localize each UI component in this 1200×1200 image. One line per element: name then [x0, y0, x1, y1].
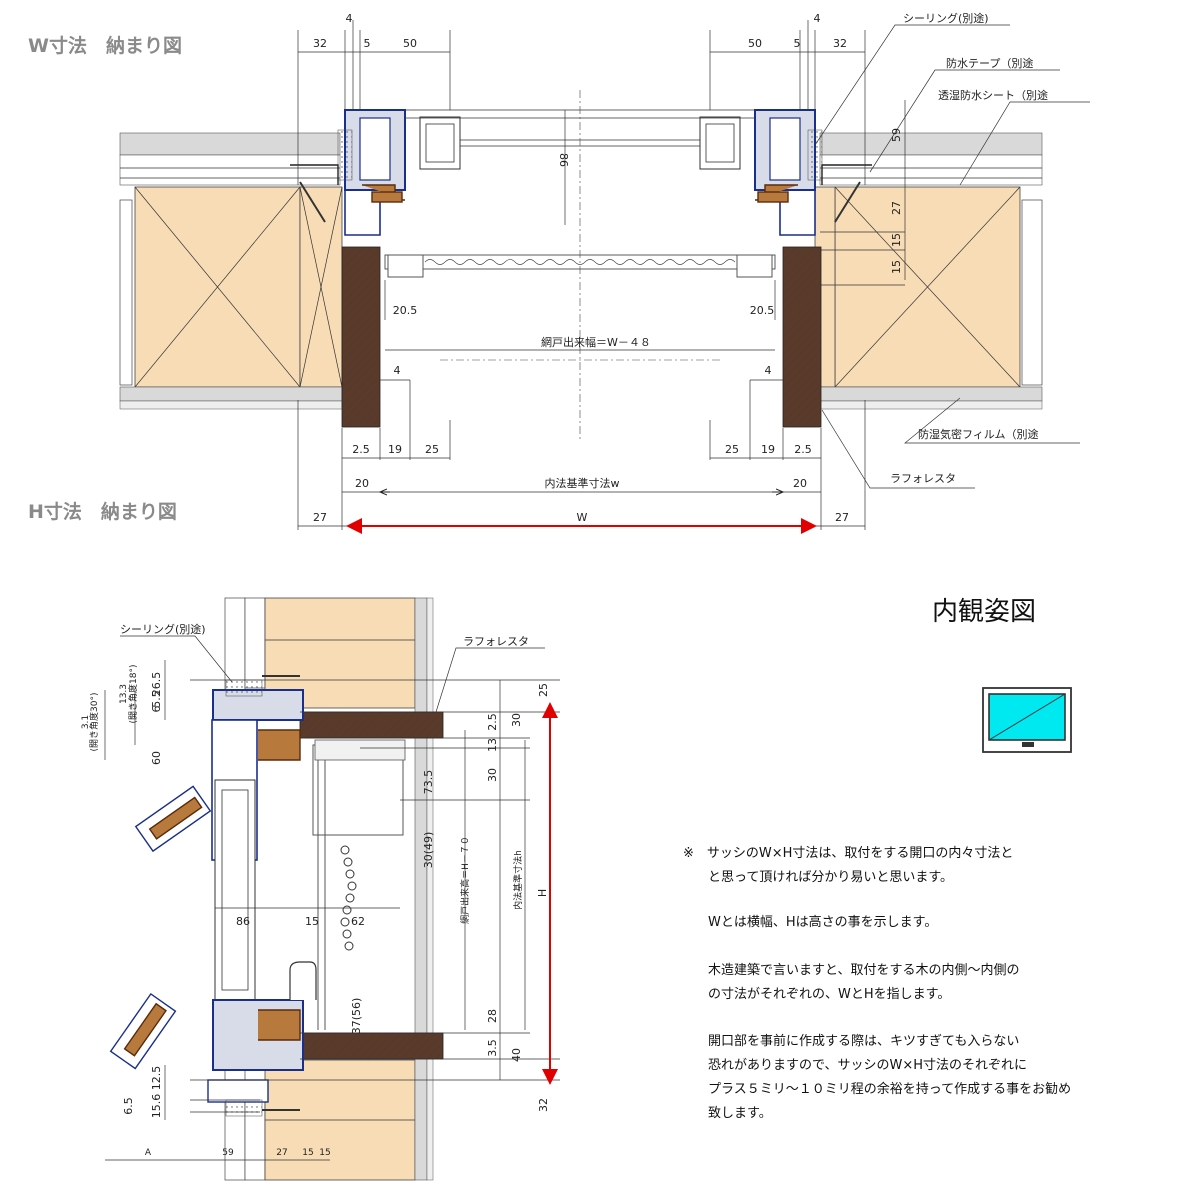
- callout-sealing-h: シーリング(別途): [120, 622, 206, 636]
- h-dim-6-5: 6.5: [122, 1097, 135, 1115]
- dim-32-left: 32: [313, 37, 327, 50]
- dim-5-left: 5: [364, 37, 371, 50]
- h-dim-3-1: 3.1: [81, 715, 91, 729]
- dim-32-right: 32: [833, 37, 847, 50]
- callout-vapor-film: 防湿気密フィルム（別途: [918, 427, 1039, 441]
- h-dim-15-bottom-a: 15: [302, 1148, 313, 1158]
- w-label: W: [577, 511, 588, 524]
- screen-width-label: 網戸出来幅＝W－４８: [541, 335, 651, 349]
- dim-15-b: 15: [890, 260, 903, 274]
- dim-25-left: 25: [425, 443, 439, 456]
- notes-block: ※ サッシのW×H寸法は、取付をする開口の内々寸法と と思って頂ければ分かり易い…: [683, 845, 1071, 1121]
- dim-27: 27: [890, 201, 903, 215]
- h-dim-12-5: 12.5: [150, 1066, 163, 1091]
- dim-4-right: 4: [814, 12, 821, 25]
- note-line-11: プラス５ミリ～１０ミリ程の余裕を持って作成する事をお勧め: [708, 1081, 1071, 1097]
- handle-icon: [1022, 742, 1034, 747]
- h-dim-86: 86: [236, 915, 250, 928]
- dim-20-left: 20: [355, 477, 369, 490]
- h-dim-15-6: 15.6: [150, 1094, 163, 1119]
- dim-4-inner-left: 4: [394, 364, 401, 377]
- screen-height-label: 網戸出来高＝H－７０: [459, 836, 471, 924]
- dim-27-left: 27: [313, 511, 327, 524]
- dim-59: 59: [890, 128, 903, 142]
- h-dim-15-bottom-b: 15: [319, 1148, 330, 1158]
- dim-20-5-right: 20.5: [750, 304, 775, 317]
- vent-layer-left: [119, 154, 341, 186]
- h-dim-32: 32: [537, 1098, 550, 1112]
- note-line-6: 木造建築で言いますと、取付をする木の内側～内側の: [708, 962, 1019, 978]
- h-section-drawing: 25 30 2.5 13 30 28 3.5 40 32 73.5 30(49)…: [81, 597, 560, 1181]
- h-dim-13-3: 13.3: [119, 684, 129, 704]
- w-section-drawing: 32 4 5 50 50 5 4 32 86 59 27 15 15 20.5 …: [119, 11, 1090, 534]
- callout-lafore-h: ラフォレスタ: [463, 635, 529, 648]
- dim-25-right: 25: [725, 443, 739, 456]
- h-dim-30-49: 30(49): [422, 832, 435, 869]
- callout-lafore-w: ラフォレスタ: [890, 472, 956, 485]
- note-line-1: ※ サッシのW×H寸法は、取付をする開口の内々寸法と: [683, 845, 1013, 861]
- note-line-10: 恐れがありますので、サッシのW×H寸法のそれぞれに: [708, 1058, 1027, 1073]
- h-dim-13: 13: [486, 738, 499, 752]
- inner-standard-w: 内法基準寸法w: [545, 476, 620, 490]
- h-section-title: H寸法 納まり図: [28, 500, 177, 523]
- h-dim-26-5: 26.5: [150, 672, 163, 697]
- h-dim-73-5: 73.5: [422, 770, 435, 795]
- exterior-cladding-right: [819, 132, 1043, 156]
- vent-layer-right: [819, 154, 1043, 186]
- callout-breathable-sheet: 透湿防水シート（別途: [938, 88, 1048, 102]
- dim-2-5-right: 2.5: [794, 443, 812, 456]
- note-line-4: Wとは横幅、Hは高さの事を示します。: [708, 914, 937, 930]
- dim-27-right: 27: [835, 511, 849, 524]
- h-dim-25: 25: [537, 683, 550, 697]
- h-dim-27-bottom: 27: [276, 1148, 287, 1158]
- h-dim-A: A: [145, 1148, 152, 1158]
- interior-view-title: 内観姿図: [932, 597, 1036, 627]
- h-dim-30-a: 30: [510, 713, 523, 727]
- dim-4-left: 4: [346, 12, 353, 25]
- h-dim-6-top: 6: [150, 706, 163, 713]
- note-line-7: の寸法がそれぞれの、WとHを指します。: [708, 987, 950, 1002]
- callout-waterproof-tape: 防水テープ（別途: [946, 56, 1033, 70]
- dim-50-left: 50: [403, 37, 417, 50]
- h-dim-28: 28: [486, 1009, 499, 1023]
- angle-18: (開き角度18°): [127, 665, 139, 724]
- dim-15-a: 15: [890, 233, 903, 247]
- dim-19-right: 19: [761, 443, 775, 456]
- note-line-2: と思って頂ければ分かり易いと思います。: [708, 870, 953, 885]
- exterior-cladding-left: [119, 132, 341, 156]
- h-dim-60: 60: [150, 751, 163, 765]
- dim-19-left: 19: [388, 443, 402, 456]
- callout-sealing-w: シーリング(別途): [903, 11, 989, 25]
- dim-5-right: 5: [794, 37, 801, 50]
- dim-86: 86: [557, 153, 570, 167]
- h-dim-3-5: 3.5: [486, 1039, 499, 1057]
- interior-board-left: [119, 386, 343, 402]
- w-section-title: W寸法 納まり図: [28, 34, 182, 57]
- h-dim-37-56: 37(56): [350, 998, 363, 1035]
- dim-2-5-left: 2.5: [352, 443, 370, 456]
- h-dim-30-b: 30: [486, 768, 499, 782]
- h-dim-2-5: 2.5: [486, 713, 499, 731]
- dim-50-right: 50: [748, 37, 762, 50]
- inner-standard-h: 内法基準寸法h: [512, 850, 524, 910]
- dim-20-5-left: 20.5: [393, 304, 418, 317]
- h-dim-40: 40: [510, 1048, 523, 1062]
- h-dim-62: 62: [351, 915, 365, 928]
- h-dim-15-mid: 15: [305, 915, 319, 928]
- note-line-12: 致します。: [708, 1106, 772, 1121]
- dim-20-right: 20: [793, 477, 807, 490]
- dim-4-inner-right: 4: [765, 364, 772, 377]
- h-dim-5-5: 5.5: [150, 690, 163, 708]
- note-line-9: 開口部を事前に作成する際は、キツすぎても入らない: [708, 1033, 1019, 1049]
- angle-30: (開き角度30°): [88, 693, 100, 752]
- interior-board-right: [819, 386, 1043, 402]
- h-label: H: [536, 889, 549, 897]
- interior-view-icon: [982, 687, 1072, 753]
- h-dim-59-bottom: 59: [222, 1148, 234, 1158]
